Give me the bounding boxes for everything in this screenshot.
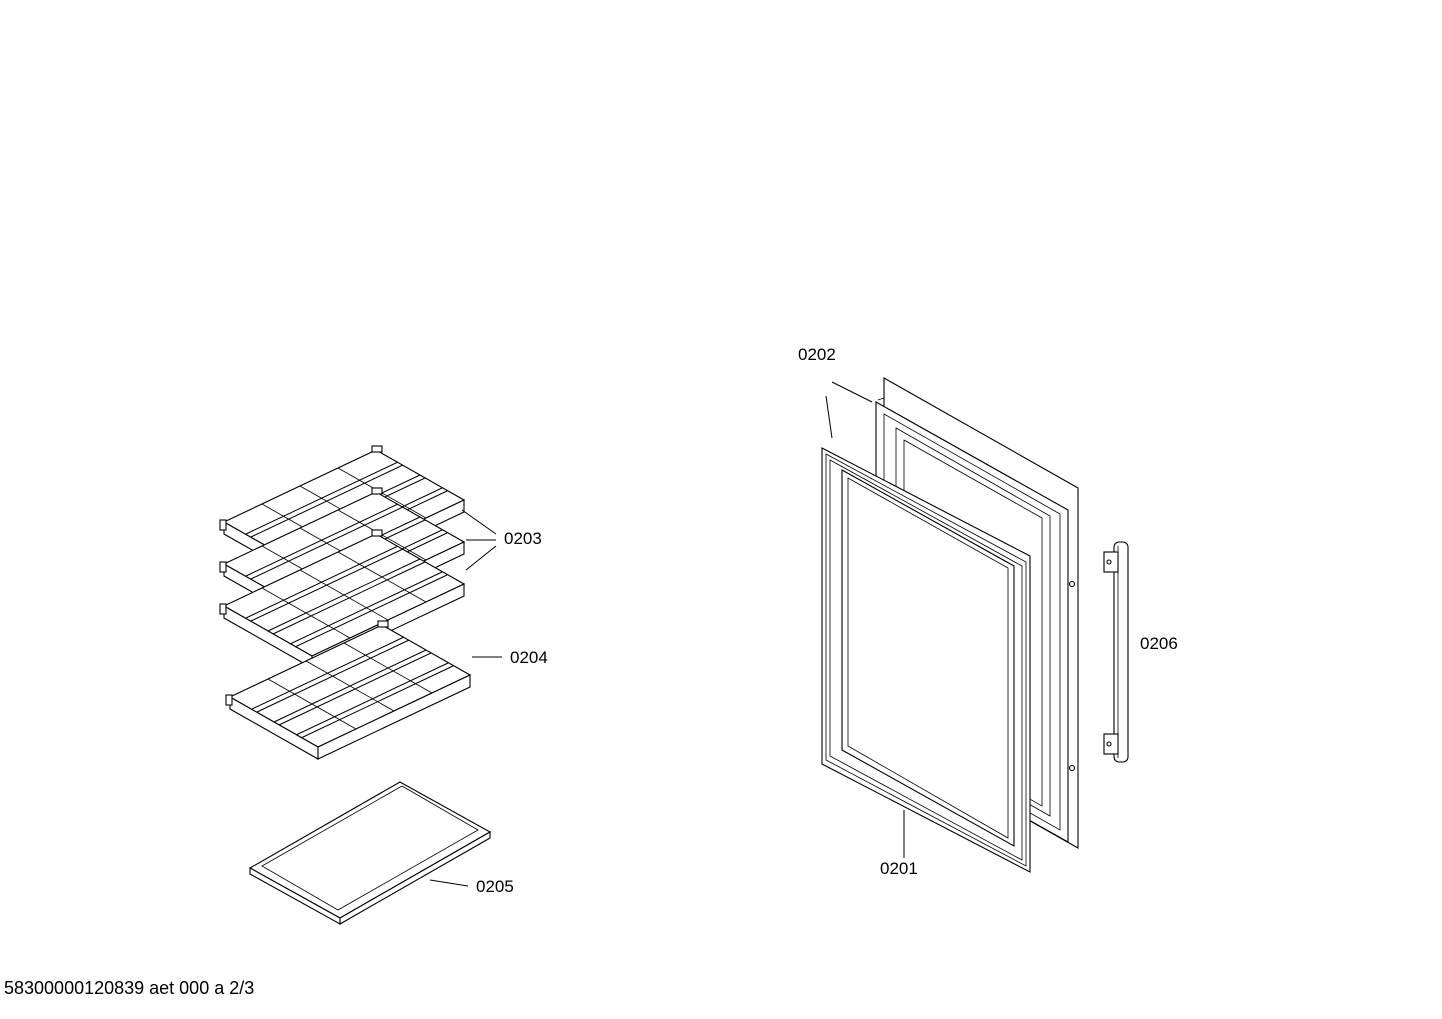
door-seal-0201	[821, 447, 1031, 873]
shelf-0204	[225, 620, 471, 760]
door-handle-0206	[1103, 541, 1129, 763]
drawing-reference-footer: 58300000120839 aet 000 a 2/3	[4, 978, 255, 998]
label-0202: 0202	[798, 345, 836, 364]
label-0206: 0206	[1140, 634, 1178, 653]
leader-lines-right	[825, 381, 905, 858]
label-0201: 0201	[880, 859, 918, 878]
label-0204: 0204	[510, 648, 548, 667]
leader-lines-left	[429, 509, 502, 887]
glass-plate-0205	[248, 781, 492, 925]
label-0203: 0203	[504, 529, 542, 548]
label-0205: 0205	[476, 877, 514, 896]
